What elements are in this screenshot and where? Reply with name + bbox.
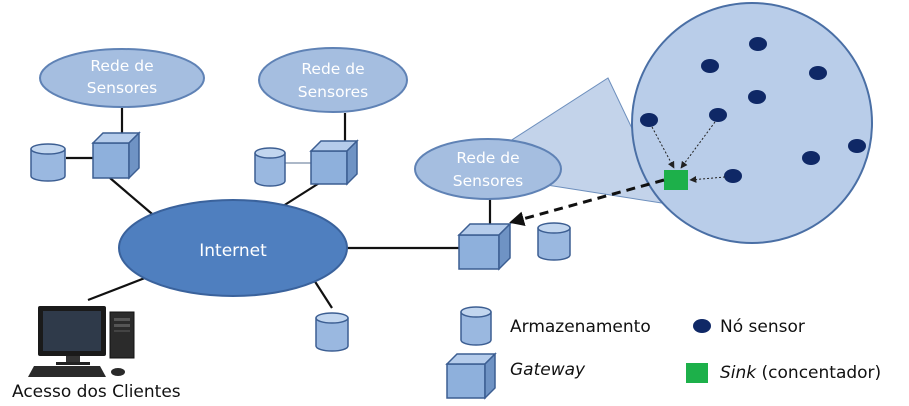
sensor-network-3 [414, 138, 562, 200]
link-internet-storage3 [313, 279, 333, 309]
sensor-network-2 [258, 47, 408, 113]
legend-node-icon [693, 319, 711, 333]
sensor-node [749, 37, 767, 51]
storage-cylinder-3 [537, 222, 571, 261]
sensor-network-1-label-line1: Rede de [90, 57, 153, 75]
sensor-node [809, 66, 827, 80]
gateway-cube-1 [91, 131, 141, 180]
legend-storage-icon [460, 306, 492, 346]
legend-sink-rest: (concentador) [756, 363, 881, 383]
gateway-cube-3 [457, 222, 512, 271]
sensor-network-3-label-line1: Rede de [456, 149, 519, 167]
sensor-node [748, 90, 766, 104]
storage-cylinder-4 [315, 312, 349, 352]
sensor-network-1 [39, 48, 205, 108]
link-gateway1-internet [109, 177, 159, 220]
legend-sink-icon [686, 363, 708, 383]
sensor-node [802, 151, 820, 165]
internet-cloud [118, 199, 348, 297]
gateway-cube-2 [309, 139, 359, 186]
sensor-network-3-label-line2: Sensores [453, 172, 523, 190]
legend-sink-italic: Sink [720, 363, 757, 383]
sink-arrows [651, 121, 726, 183]
storage-cylinder-2 [254, 147, 286, 187]
legend-storage-label: Armazenamento [510, 317, 651, 337]
sink-to-gateway-arrow [509, 178, 665, 227]
sensor-field-zoom [631, 2, 873, 244]
sensor-node [701, 59, 719, 73]
sensor-network-2-label-line1: Rede de [301, 60, 364, 78]
link-client-internet [87, 274, 151, 302]
legend-gateway-icon [445, 352, 497, 400]
sensor-network-2-label-line2: Sensores [298, 83, 368, 101]
client-access-label: Acesso dos Clientes [12, 382, 181, 401]
internet-label: Internet [199, 241, 267, 261]
sensor-node [640, 113, 658, 127]
sensor-node [724, 169, 742, 183]
sink-concentrator [664, 170, 688, 190]
storage-cylinder-1 [30, 143, 66, 182]
legend-sink-label: Sink (concentador) [720, 363, 881, 383]
legend-gateway-label: Gateway [510, 360, 586, 380]
sensor-node [709, 108, 727, 122]
sensor-network-1-label-line2: Sensores [87, 79, 157, 97]
sensor-nodes [640, 37, 866, 183]
client-computer-icon [28, 306, 135, 377]
legend-node-label: Nó sensor [720, 317, 805, 337]
sensor-node [848, 139, 866, 153]
